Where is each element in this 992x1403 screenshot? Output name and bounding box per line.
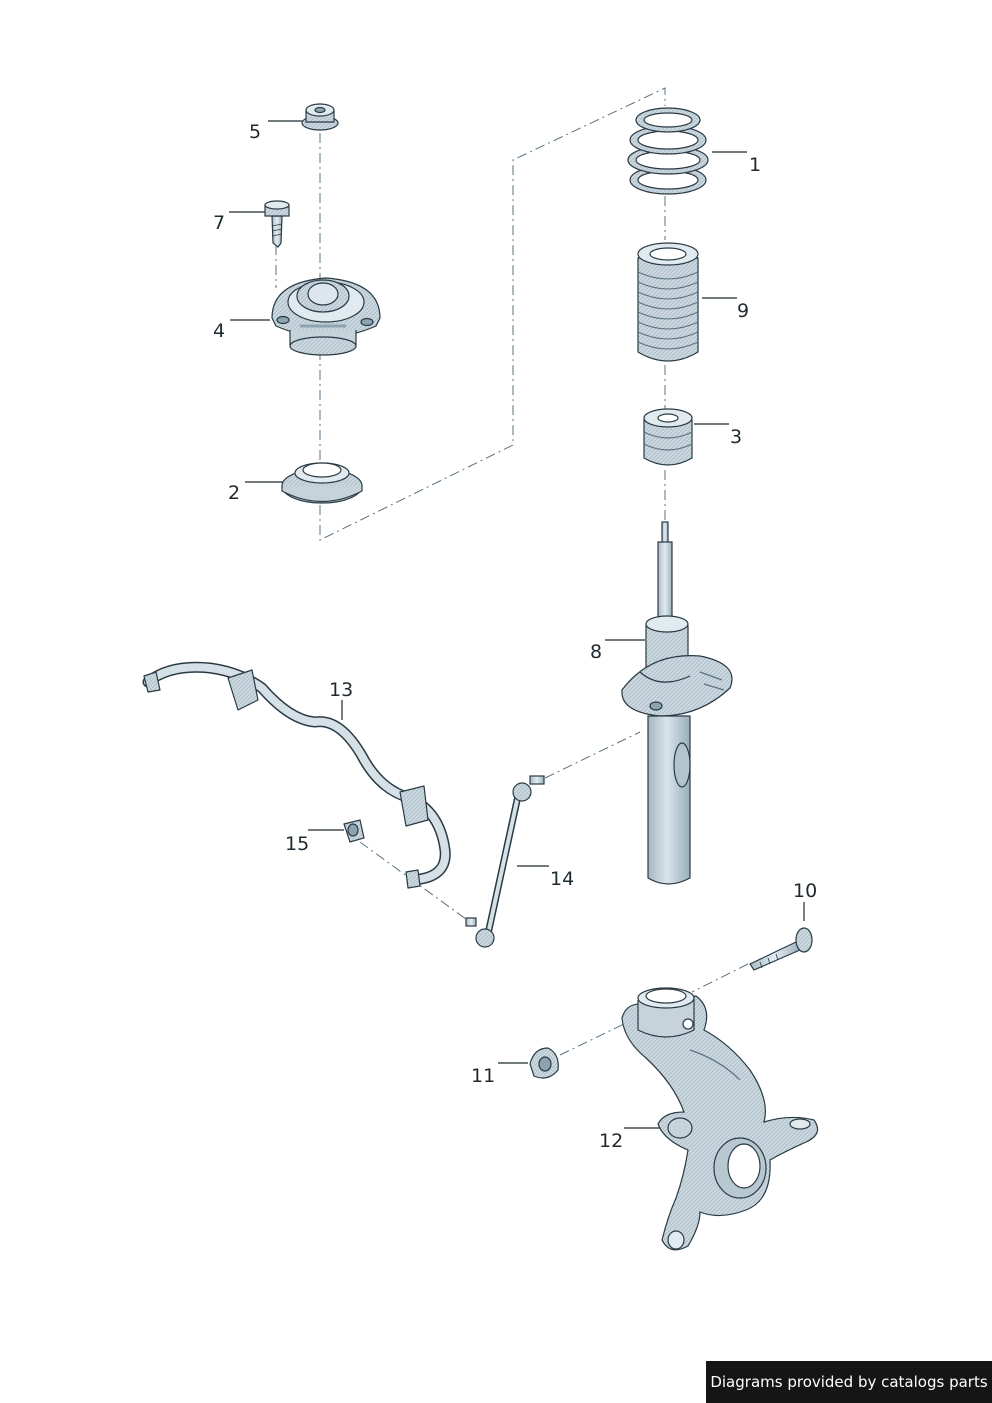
coil-spring-part <box>627 107 709 195</box>
dust-boot-part <box>637 242 699 362</box>
callout-1: 1 <box>749 154 762 176</box>
callout-2: 2 <box>228 482 241 504</box>
callout-5: 5 <box>249 121 262 143</box>
attribution-text: Diagrams provided by catalogs parts <box>710 1373 988 1391</box>
flange-nut-part <box>301 103 339 131</box>
shock-absorber-part <box>621 521 733 885</box>
callout-11: 11 <box>471 1065 496 1087</box>
stabilizer-link-part <box>465 775 545 948</box>
attribution-footer: Diagrams provided by catalogs parts <box>706 1361 992 1403</box>
callout-13: 13 <box>329 679 354 701</box>
bolt-part <box>264 200 290 248</box>
leader-lines <box>229 120 805 1129</box>
callout-15: 15 <box>285 833 310 855</box>
callout-7: 7 <box>213 212 226 234</box>
callout-12: 12 <box>599 1130 624 1152</box>
stabilizer-bar-part <box>142 661 451 889</box>
strut-mount-part <box>271 277 381 356</box>
callout-10: 10 <box>793 880 818 902</box>
steering-knuckle-part <box>621 987 819 1251</box>
callout-8: 8 <box>590 641 603 663</box>
callout-9: 9 <box>737 300 750 322</box>
nut-part <box>343 819 365 843</box>
hex-bolt-part <box>749 927 813 971</box>
callout-3: 3 <box>730 426 743 448</box>
bump-stop-part <box>643 408 693 466</box>
bearing-ring-part <box>281 462 363 504</box>
callout-14: 14 <box>550 868 575 890</box>
hex-nut-part <box>529 1047 559 1079</box>
callout-4: 4 <box>213 320 226 342</box>
assembly-lines <box>275 87 749 1056</box>
